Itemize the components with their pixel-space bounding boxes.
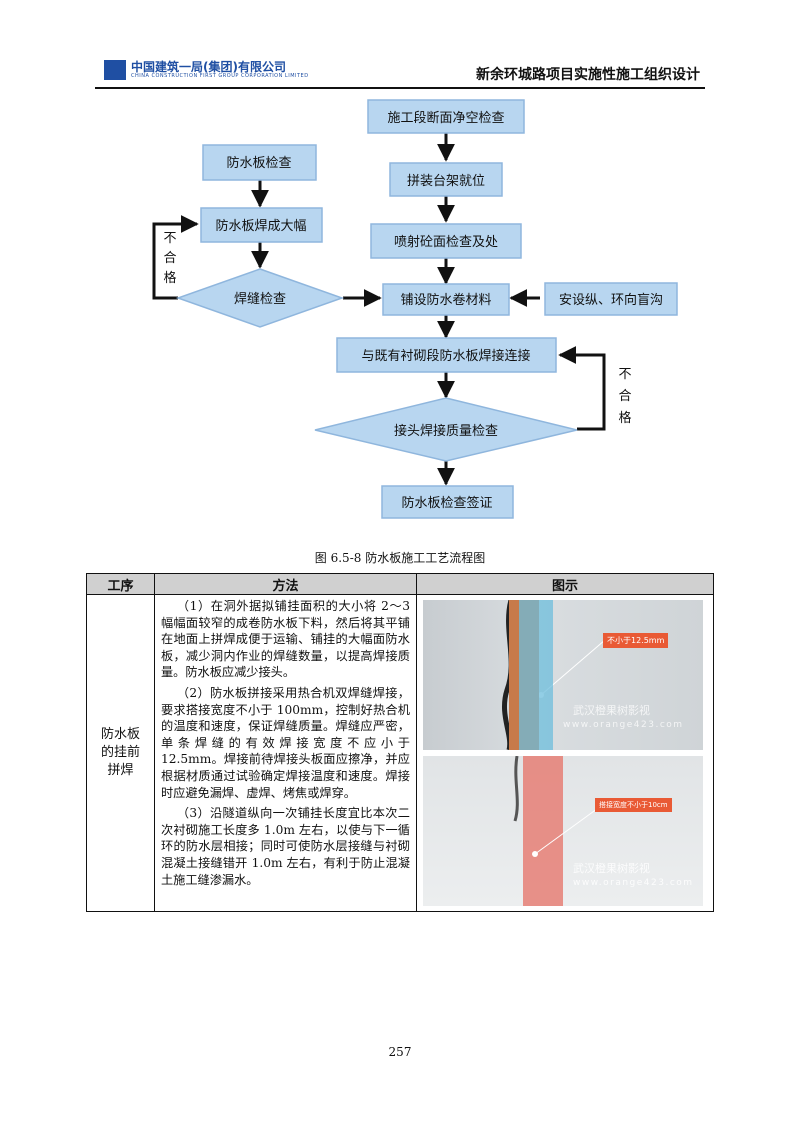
svg-text:不: 不	[618, 367, 631, 382]
flow-step-drain-pipe-label: 安设纵、环向盲沟	[559, 292, 663, 308]
flow-step-rack-position-label: 拼装台架就位	[407, 174, 485, 189]
header-step: 工序	[87, 574, 155, 595]
flow-step-shotcrete-check-label: 喷射砼面检查及处	[394, 234, 498, 250]
flow-step-weld-existing-label: 与既有衬砌段防水板焊接连接	[361, 348, 530, 364]
overlap-width-callout: 搭接宽度不小于10cm	[595, 798, 672, 812]
watermark-url: www.orange423.com	[573, 878, 694, 888]
membrane-strip-blue	[519, 600, 553, 750]
flow-step-board-check-label: 防水板检查	[226, 155, 291, 171]
watermark-cn: 武汉橙果树影视	[573, 702, 650, 718]
header-method: 方法	[155, 574, 417, 595]
method-paragraph: （3）沿隧道纵向一次铺挂长度宜比本次二次衬砌施工长度多 1.0m 左右，以使与下…	[161, 805, 410, 888]
svg-text:不: 不	[163, 231, 176, 246]
svg-text:合: 合	[163, 251, 176, 266]
flow-step-lay-membrane-label: 铺设防水卷材料	[400, 292, 491, 308]
method-paragraph: （1）在洞外据拟铺挂面积的大小将 2～3 幅幅面较窄的成卷防水板下料，然后将其平…	[161, 598, 410, 681]
weld-width-callout: 不小于12.5mm	[603, 633, 668, 648]
svg-text:格: 格	[163, 270, 176, 286]
flow-step-weld-large-label: 防水板焊成大幅	[215, 218, 306, 234]
svg-text:格: 格	[618, 410, 631, 426]
flowchart: 施工段断面净空检查 拼装台架就位 喷射砼面检查及处 铺设防水卷材料 与既有衬砌段…	[0, 0, 800, 540]
weld-width-photo: 不小于12.5mm 武汉橙果树影视 www.orange423.com	[423, 600, 703, 750]
flow-decision-seam-check-label: 焊缝检查	[234, 291, 286, 307]
table-header-row: 工序 方法 图示	[87, 574, 714, 595]
method-cell: （1）在洞外据拟铺挂面积的大小将 2～3 幅幅面较窄的成卷防水板下料，然后将其平…	[155, 595, 417, 912]
page-number: 257	[0, 1045, 800, 1059]
step-cell: 防水板的挂前拼焊	[87, 595, 155, 912]
table-row: 防水板的挂前拼焊 （1）在洞外据拟铺挂面积的大小将 2～3 幅幅面较窄的成卷防水…	[87, 595, 714, 912]
header-illustration: 图示	[417, 574, 714, 595]
method-paragraph: （2）防水板拼接采用热合机双焊缝焊接，要求搭接宽度不小于 100mm，控制好热合…	[161, 685, 410, 801]
flow-step-signoff-label: 防水板检查签证	[401, 495, 492, 511]
figure-caption: 图 6.5-8 防水板施工工艺流程图	[0, 549, 800, 566]
svg-text:合: 合	[618, 389, 631, 404]
process-table: 工序 方法 图示 防水板的挂前拼焊 （1）在洞外据拟铺挂面积的大小将 2～3 幅…	[86, 573, 714, 912]
flow-step-clearance-check-label: 施工段断面净空检查	[387, 111, 504, 126]
watermark-url: www.orange423.com	[563, 720, 684, 730]
watermark-cn: 武汉橙果树影视	[573, 860, 650, 876]
overlap-width-photo: 搭接宽度不小于10cm 武汉橙果树影视 www.orange423.com	[423, 756, 703, 906]
illustration-cell: 不小于12.5mm 武汉橙果树影视 www.orange423.com 搭接宽度…	[417, 595, 714, 912]
step-name: 防水板的挂前拼焊	[101, 726, 141, 780]
fail-label-left: 不 合 格	[163, 231, 176, 286]
flow-decision-joint-quality-label: 接头焊接质量检查	[394, 423, 498, 439]
fail-label-right: 不 合 格	[618, 367, 631, 426]
